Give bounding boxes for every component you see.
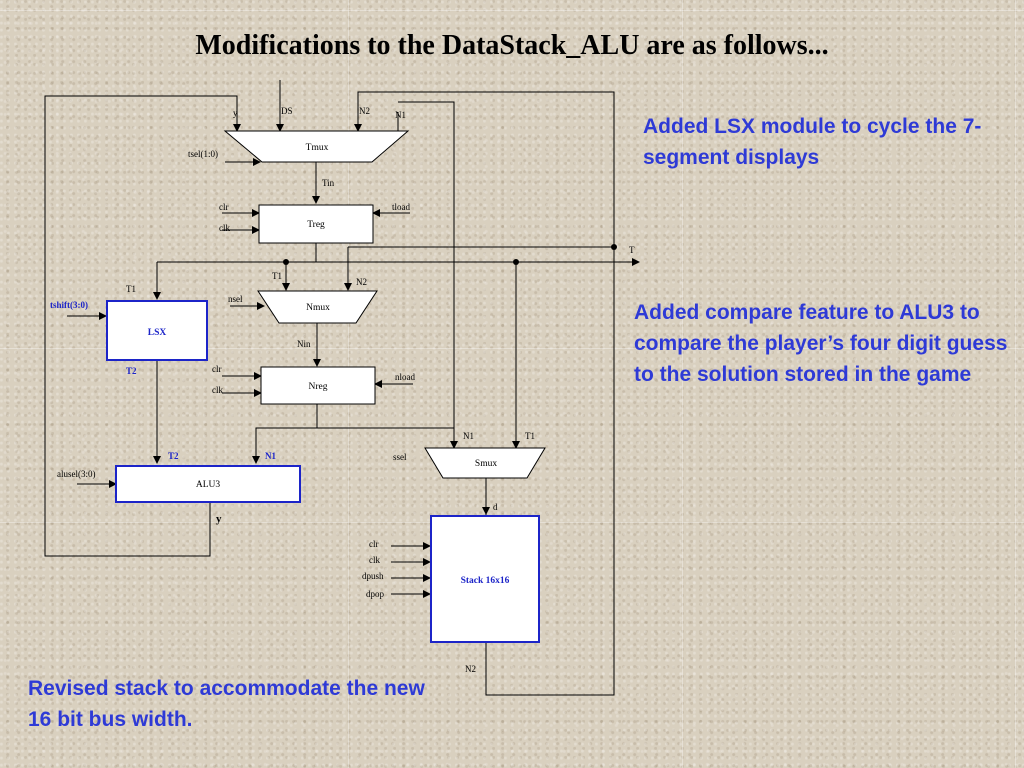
signal-tload: tload	[392, 202, 410, 212]
background-gridline	[0, 348, 1024, 349]
signal-tsel: tsel(1:0)	[188, 149, 218, 159]
signal-n2-nmux: N2	[356, 277, 367, 287]
signal-alusel: alusel(3:0)	[57, 469, 96, 479]
signal-t1-smux: T1	[525, 431, 535, 441]
tmux-label: Tmux	[306, 143, 329, 153]
background-gridline	[682, 0, 683, 768]
signal-y-out: y	[216, 513, 222, 525]
signal-n1-alu: N1	[265, 451, 276, 461]
signal-nin: Nin	[297, 339, 311, 349]
slide-title: Modifications to the DataStack_ALU are a…	[195, 30, 829, 61]
nmux-label: Nmux	[306, 303, 330, 313]
signal-nsel: nsel	[228, 294, 243, 304]
signal-ssel: ssel	[393, 452, 407, 462]
stack-label: Stack 16x16	[461, 576, 510, 586]
signal-clk-treg: clk	[219, 223, 230, 233]
nmux-block	[257, 290, 378, 324]
signal-clr-treg: clr	[219, 202, 229, 212]
signal-n2-stack: N2	[465, 664, 476, 674]
stack-block	[430, 515, 540, 643]
junction-dot	[611, 244, 617, 250]
treg-label: Treg	[307, 220, 325, 230]
note-lsx: Added LSX module to cycle the 7-segment …	[643, 115, 982, 169]
nreg-label: Nreg	[309, 382, 328, 392]
background-gridline	[1015, 0, 1016, 768]
signal-d: d	[493, 502, 498, 512]
lsx-label: LSX	[148, 328, 167, 338]
smux-label: Smux	[475, 459, 497, 469]
tmux-block	[223, 130, 410, 163]
alu3-block	[115, 465, 301, 503]
wires	[44, 80, 640, 696]
nreg-block	[260, 366, 376, 405]
signal-n2-top: N2	[359, 106, 370, 116]
signal-nload: nload	[395, 372, 415, 382]
background-gridline	[0, 10, 1024, 11]
signal-n1-top: N1	[395, 110, 406, 120]
signal-y-in: y	[233, 108, 238, 118]
note-stack: Revised stack to accommodate the new 16 …	[28, 677, 425, 731]
signal-t1-lsx: T1	[126, 284, 136, 294]
signal-t2-alu: T2	[168, 451, 179, 461]
signal-clr-stack: clr	[369, 539, 379, 549]
signal-ds: DS	[281, 106, 293, 116]
lsx-block	[106, 300, 208, 361]
signal-clk-stack: clk	[369, 555, 380, 565]
junction-dot	[283, 259, 289, 265]
signal-n1-smux: N1	[463, 431, 474, 441]
signal-t-bus: T	[629, 245, 635, 255]
signal-t2-lsx-out: T2	[126, 366, 137, 376]
signal-t1-nmux: T1	[272, 271, 282, 281]
signal-dpop: dpop	[366, 589, 385, 599]
signal-clk-nreg: clk	[212, 385, 223, 395]
junction-dots	[283, 244, 617, 265]
signal-tin: Tin	[322, 178, 335, 188]
junction-dot	[513, 259, 519, 265]
treg-block	[258, 204, 374, 244]
alu3-label: ALU3	[196, 480, 221, 490]
note-compare: Added compare feature to ALU3 to compare…	[634, 301, 1008, 386]
smux-block	[424, 447, 546, 479]
signal-clr-nreg: clr	[212, 364, 222, 374]
signal-tshift: tshift(3:0)	[50, 300, 88, 310]
signal-dpush: dpush	[362, 571, 384, 581]
